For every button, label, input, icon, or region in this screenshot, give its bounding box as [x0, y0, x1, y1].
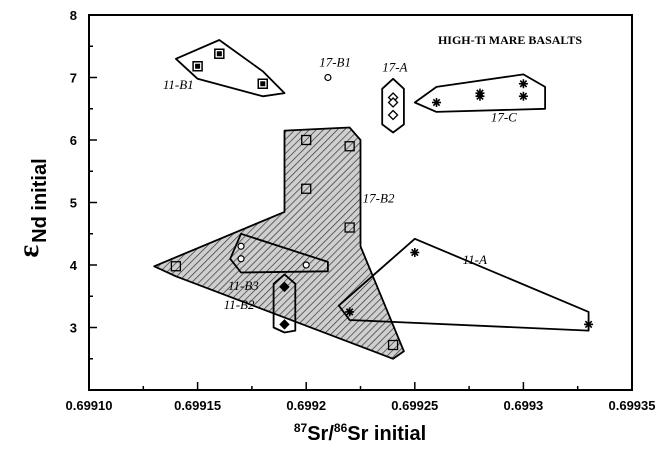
point-11-B3	[302, 261, 310, 269]
region-17-A	[381, 77, 405, 134]
y-tick-label: 3	[70, 321, 77, 336]
point-17-C	[432, 98, 442, 107]
x-tick-label: 0.69925	[391, 398, 438, 413]
point-17-B2	[344, 222, 355, 233]
point-17-A	[387, 109, 399, 121]
chart-title: HIGH-Ti MARE BASALTS	[438, 33, 582, 47]
axis-ticks: 0.69910 0.69915 0.6992 0.69925 0.6993 0.69935…	[66, 8, 656, 413]
x-axis-title-sup1: 87	[294, 421, 308, 435]
x-tick-label: 0.6993	[504, 398, 544, 413]
label-17-B1: 17-B1	[319, 54, 351, 69]
x-tick-label: 0.69910	[66, 398, 113, 413]
point-17-C	[475, 91, 485, 101]
x-tick-label: 0.69915	[174, 398, 221, 413]
y-axis-title-base: ε	[12, 245, 45, 258]
point-17-B2	[301, 134, 312, 146]
y-tick-label: 5	[70, 196, 77, 211]
point-11-A	[584, 319, 594, 329]
point-17-B2	[387, 339, 399, 351]
point-11-B1	[257, 78, 269, 89]
x-tick-label: 0.6992	[286, 398, 326, 413]
point-17-C	[518, 79, 528, 89]
data-points	[170, 48, 594, 351]
y-axis-title-sub: Nd initial	[29, 158, 51, 242]
point-11-B1	[214, 48, 225, 59]
y-tick-label: 8	[70, 8, 77, 23]
y-tick-label: 6	[70, 133, 77, 148]
y-axis-title: ε Nd initial	[12, 158, 51, 257]
x-axis-title-mid: Sr/	[307, 423, 334, 445]
y-tick-label: 7	[70, 71, 77, 86]
y-tick-label: 4	[70, 258, 78, 273]
label-11-B2: 11-B2	[224, 297, 255, 312]
point-17-A	[387, 97, 399, 108]
point-11-B3	[237, 242, 245, 250]
region-11-A	[337, 237, 590, 332]
point-17-B2	[170, 261, 182, 272]
label-11-B3: 11-B3	[228, 278, 259, 293]
label-17-B2: 17-B2	[363, 191, 395, 206]
point-17-B2	[344, 141, 355, 152]
region-17-B2	[153, 126, 405, 360]
x-axis-title-sup2: 86	[334, 421, 348, 435]
point-11-A	[345, 307, 355, 317]
x-tick-label: 0.69935	[609, 398, 656, 413]
x-axis-title: 87Sr/86Sr initial	[294, 421, 426, 445]
label-11-A: 11-A	[463, 252, 487, 267]
group-regions	[153, 39, 590, 360]
x-axis-title-tail: Sr initial	[347, 423, 426, 445]
label-17-C: 17-C	[491, 109, 517, 124]
label-11-B1: 11-B1	[163, 77, 194, 92]
point-17-B1	[324, 73, 332, 82]
point-11-B3	[237, 255, 245, 263]
point-11-A	[410, 248, 420, 257]
region-11-B3	[229, 232, 329, 274]
region-17-C	[413, 73, 546, 113]
point-11-B1	[192, 61, 203, 72]
point-11-B2	[279, 319, 290, 330]
region-11-B2	[272, 273, 297, 334]
label-17-A: 17-A	[382, 59, 407, 74]
region-11-B1	[174, 39, 286, 98]
plot-frame	[88, 14, 633, 391]
point-11-B2	[279, 281, 290, 293]
point-17-C	[518, 91, 528, 101]
point-17-B2	[301, 183, 312, 194]
group-labels: 11-B1 17-B1 17-A 17-C 17-B2 11-B3 11-B2 11-A	[163, 54, 517, 312]
